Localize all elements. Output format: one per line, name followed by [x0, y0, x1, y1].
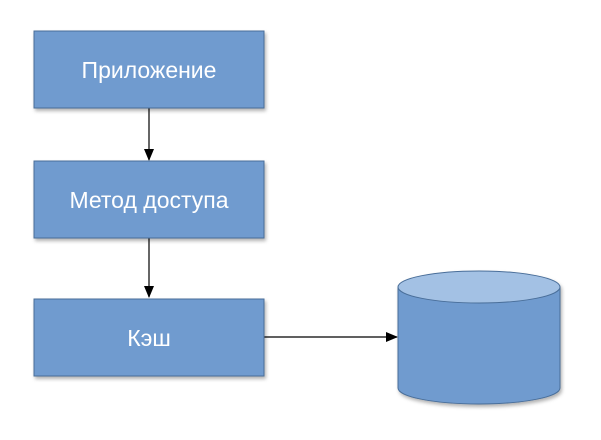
node-cache-label: Кэш — [127, 325, 171, 351]
cylinder-body — [397, 286, 561, 405]
node-cache[interactable]: Кэш — [33, 298, 265, 377]
node-storage-cylinder[interactable] — [397, 270, 561, 405]
node-application-label: Приложение — [82, 57, 217, 83]
node-access-method[interactable]: Метод доступа — [33, 160, 265, 239]
cylinder-top — [397, 270, 561, 304]
node-application[interactable]: Приложение — [33, 30, 265, 109]
node-access-method-label: Метод доступа — [69, 187, 228, 213]
